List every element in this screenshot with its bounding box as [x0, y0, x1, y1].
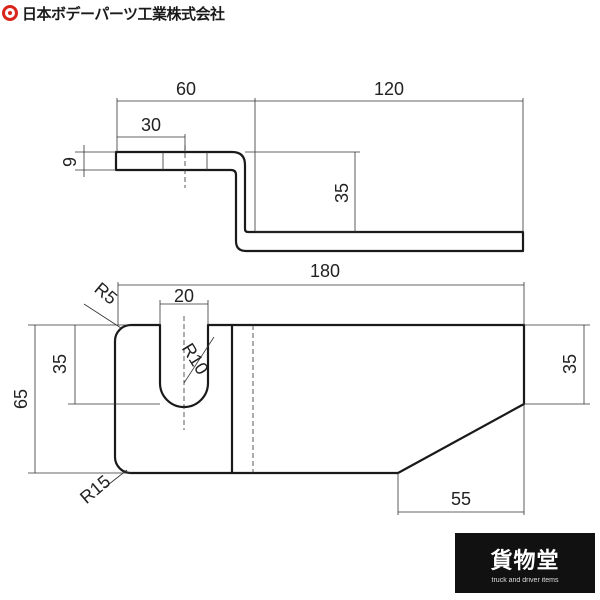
manufacturer-logo: 日本ボデーパーツ工業株式会社 — [2, 2, 225, 24]
dim-65-label: 65 — [11, 389, 31, 409]
side-view: 60 120 30 9 35 — [60, 79, 525, 253]
company-name: 日本ボデーパーツ工業株式会社 — [22, 4, 225, 23]
dim-35-side-label: 35 — [332, 183, 352, 203]
dim-35-left-label: 35 — [50, 354, 70, 374]
dim-60-label: 60 — [176, 79, 196, 99]
shop-logo-badge: 貨物堂 truck and driver items — [455, 533, 595, 593]
side-view-outline — [114, 150, 525, 253]
dim-120-label: 120 — [374, 79, 404, 99]
r15-label: R15 — [76, 471, 114, 508]
dim-20-label: 20 — [174, 286, 194, 306]
dim-180-label: 180 — [310, 261, 340, 281]
dim-35-right-label: 35 — [560, 354, 580, 374]
shop-tagline: truck and driver items — [491, 576, 559, 584]
shop-name: 貨物堂 — [490, 548, 560, 574]
r5-label: R5 — [91, 278, 121, 308]
top-view-outline — [113, 323, 526, 475]
r10-leader-line — [183, 336, 215, 384]
dim-9-label: 9 — [60, 157, 80, 167]
dim-30-label: 30 — [141, 115, 161, 135]
r15-leader-line — [103, 469, 128, 489]
top-view: 180 20 R5 R10 35 65 35 R15 55 — [11, 261, 590, 515]
dim-55-label: 55 — [451, 489, 471, 509]
r5-leader-line — [83, 303, 122, 329]
red-ring-logo-icon — [2, 5, 18, 21]
